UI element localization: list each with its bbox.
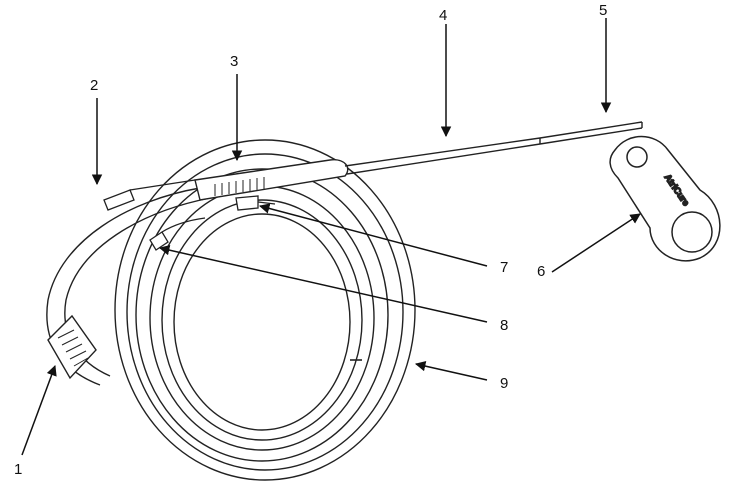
arrow-7 (258, 203, 488, 267)
arrow-8 (158, 244, 488, 323)
key-tool: AtriCure (609, 135, 721, 262)
callout-numbers: 1 2 3 4 5 6 7 8 9 (14, 2, 607, 478)
callout-label-8: 8 (500, 317, 508, 334)
probe-shaft (344, 121, 643, 175)
arrow-9 (414, 360, 488, 381)
coiled-cable (114, 139, 416, 481)
callout-label-2: 2 (90, 77, 98, 94)
port-connector (103, 179, 196, 211)
callout-label-9: 9 (500, 375, 508, 392)
probe-handle (194, 159, 349, 201)
callout-label-6: 6 (537, 263, 545, 280)
arrow-6 (551, 213, 641, 273)
callout-arrows (21, 18, 641, 456)
callout-label-7: 7 (500, 259, 508, 276)
connector-plug (47, 314, 97, 380)
callout-label-3: 3 (230, 53, 238, 70)
arrow-1 (21, 365, 57, 456)
callout-label-1: 1 (14, 461, 22, 478)
callout-label-4: 4 (439, 7, 447, 24)
callout-label-5: 5 (599, 2, 607, 19)
side-fitting (235, 195, 276, 211)
inner-fitting (149, 217, 206, 251)
